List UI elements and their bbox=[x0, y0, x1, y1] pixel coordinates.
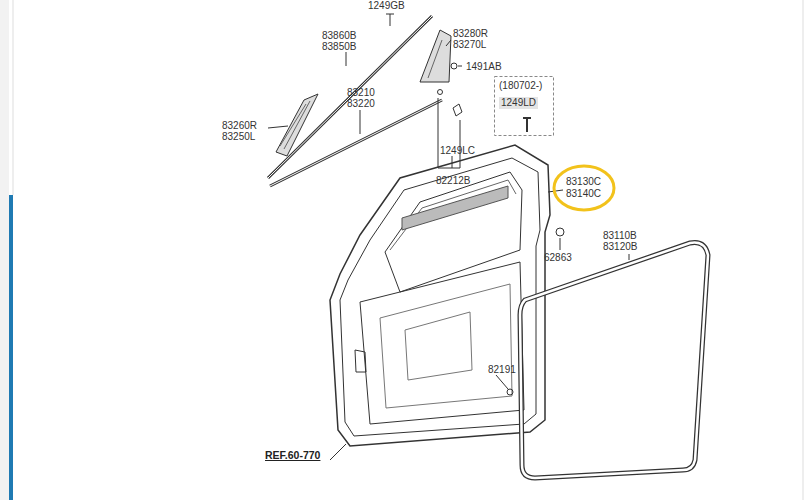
part-number: 83140C bbox=[566, 188, 601, 200]
part-number: 82191 bbox=[488, 364, 516, 375]
part-number: 83220 bbox=[347, 98, 375, 109]
part-number: 83860B bbox=[322, 30, 356, 41]
date-note: (180702-) bbox=[499, 80, 549, 92]
part-number: 1249GB bbox=[368, 0, 405, 11]
part-number: 83210 bbox=[347, 87, 375, 98]
highlight-circle: 83130C83140C bbox=[552, 164, 615, 212]
part-number: 1249LD bbox=[499, 97, 538, 109]
part-number: 83270L bbox=[453, 39, 486, 50]
outline-shape bbox=[554, 166, 614, 210]
variant-box: (180702-) 1249LD bbox=[494, 76, 554, 136]
part-number: 83280R bbox=[453, 28, 488, 39]
part-number: 83120B bbox=[603, 241, 637, 252]
part-number: 83130C bbox=[566, 176, 601, 188]
part-number: 83250L bbox=[222, 131, 255, 142]
part-number: 62863 bbox=[544, 252, 572, 263]
part-number: 82212B bbox=[436, 175, 470, 186]
part-number: 83850B bbox=[322, 41, 356, 52]
part-number: 83110B bbox=[603, 230, 637, 241]
reference-label: REF.60-770 bbox=[265, 450, 320, 461]
part-number: 1491AB bbox=[466, 61, 502, 72]
outline-shape bbox=[495, 77, 554, 136]
part-number: 1249LC bbox=[440, 145, 475, 156]
part-number: 83260R bbox=[222, 120, 257, 131]
